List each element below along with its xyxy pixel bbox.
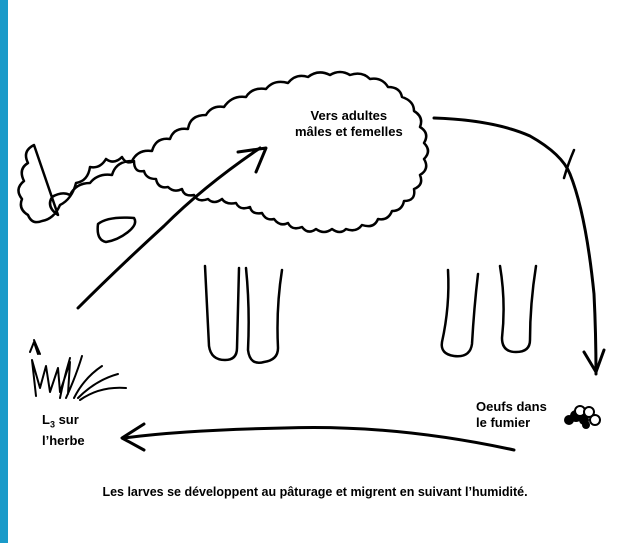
sheep-back-leg-right xyxy=(500,266,536,352)
sheep-front-leg-right xyxy=(246,268,282,363)
sheep-outline xyxy=(18,72,428,232)
sheep-back-leg-left xyxy=(442,270,478,356)
larvae-on-text: sur xyxy=(55,412,79,427)
eggs-line2: le fumier xyxy=(476,415,547,431)
larvae-stage-letter: L xyxy=(42,412,50,427)
eggs-label: Oeufs dans le fumier xyxy=(476,399,547,431)
larvae-line1: L3 sur xyxy=(42,412,85,433)
adult-worms-label: Vers adultes mâles et femelles xyxy=(295,108,403,140)
eggs-line1: Oeufs dans xyxy=(476,399,547,415)
grass-icon xyxy=(30,340,126,400)
arrow-excretion-head xyxy=(584,350,604,372)
arrow-pasture xyxy=(124,427,514,450)
arrow-ingestion xyxy=(78,148,260,308)
larvae-label: L3 sur l’herbe xyxy=(42,412,85,449)
adult-worms-line2: mâles et femelles xyxy=(295,124,403,140)
sheep-eye xyxy=(98,218,135,242)
caption-text: Les larves se développent au pâturage et… xyxy=(0,485,630,499)
adult-worms-line1: Vers adultes xyxy=(295,108,403,124)
sheep-front-leg-left xyxy=(205,266,239,360)
larvae-line2: l’herbe xyxy=(42,433,85,449)
egg-cluster-icon xyxy=(564,406,600,429)
